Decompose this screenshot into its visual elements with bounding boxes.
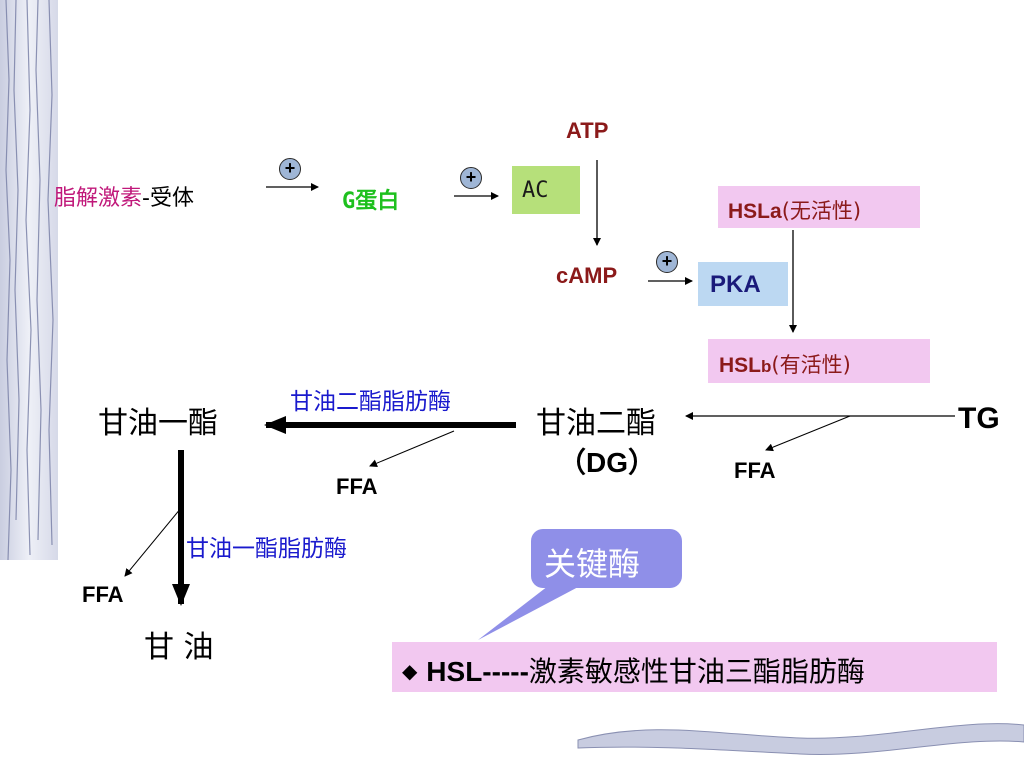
atp-label: ATP: [566, 118, 609, 143]
hsl-note-text: 激素敏感性甘油三酯脂肪酶: [528, 655, 865, 688]
ffa-label-tg: FFA: [734, 458, 776, 483]
hslb-label: HSLb(有活性): [719, 349, 851, 379]
callout-tail: [478, 586, 580, 640]
hsla-box: [718, 186, 920, 228]
hormone-label: 脂解激素: [54, 186, 143, 211]
enzyme-dg-label: 甘油二酯脂肪酶: [290, 389, 451, 415]
hsla-main: HSLa: [728, 200, 782, 223]
dg-abbr-label: （DG）: [558, 447, 657, 478]
hsl-note-box: [392, 642, 997, 692]
hormone-receptor-label: 脂解激素-受体: [54, 180, 194, 212]
plus-icon-1: +: [279, 158, 301, 180]
hslb-main: HSL: [719, 354, 761, 377]
hsl-note-prefix: HSL-----: [426, 656, 529, 687]
key-enzyme-callout: [531, 529, 682, 588]
hsl-note: ◆ HSL-----激素敏感性甘油三酯脂肪酶: [402, 650, 865, 690]
glycerol-label: 甘 油: [144, 630, 214, 665]
mg-label: 甘油一酯: [98, 406, 218, 441]
plus-icon-3: +: [656, 251, 678, 273]
hsla-label: HSLa(无活性): [728, 195, 861, 225]
hslb-box: [708, 339, 930, 383]
pka-box: [698, 262, 788, 306]
g-protein-label: G蛋白: [342, 189, 400, 214]
key-enzyme-label: 关键酶: [544, 545, 641, 583]
hslb-sub: (有活性): [771, 353, 851, 377]
arrow-dg-ffa: [369, 430, 455, 467]
dg-label: 甘油二酯: [536, 406, 656, 441]
receptor-label: -受体: [142, 186, 194, 211]
ac-box: [512, 166, 580, 214]
enzyme-mg-label: 甘油一酯脂肪酶: [186, 536, 347, 562]
hsla-sub: (无活性): [781, 199, 862, 223]
arrow-tg-ffa: [765, 415, 851, 452]
decorative-wave: [577, 723, 1024, 755]
ffa-label-mg: FFA: [82, 582, 124, 607]
hslb-small: b: [761, 357, 772, 376]
camp-label: cAMP: [556, 263, 618, 288]
ffa-label-dg: FFA: [336, 474, 378, 499]
ac-label: AC: [522, 178, 549, 203]
diamond-bullet-icon: ◆: [402, 659, 418, 683]
plus-icon-2: +: [460, 167, 482, 189]
tg-label: TG: [958, 402, 1000, 435]
arrow-mg-ffa: [124, 507, 182, 577]
pka-label: PKA: [710, 271, 761, 298]
